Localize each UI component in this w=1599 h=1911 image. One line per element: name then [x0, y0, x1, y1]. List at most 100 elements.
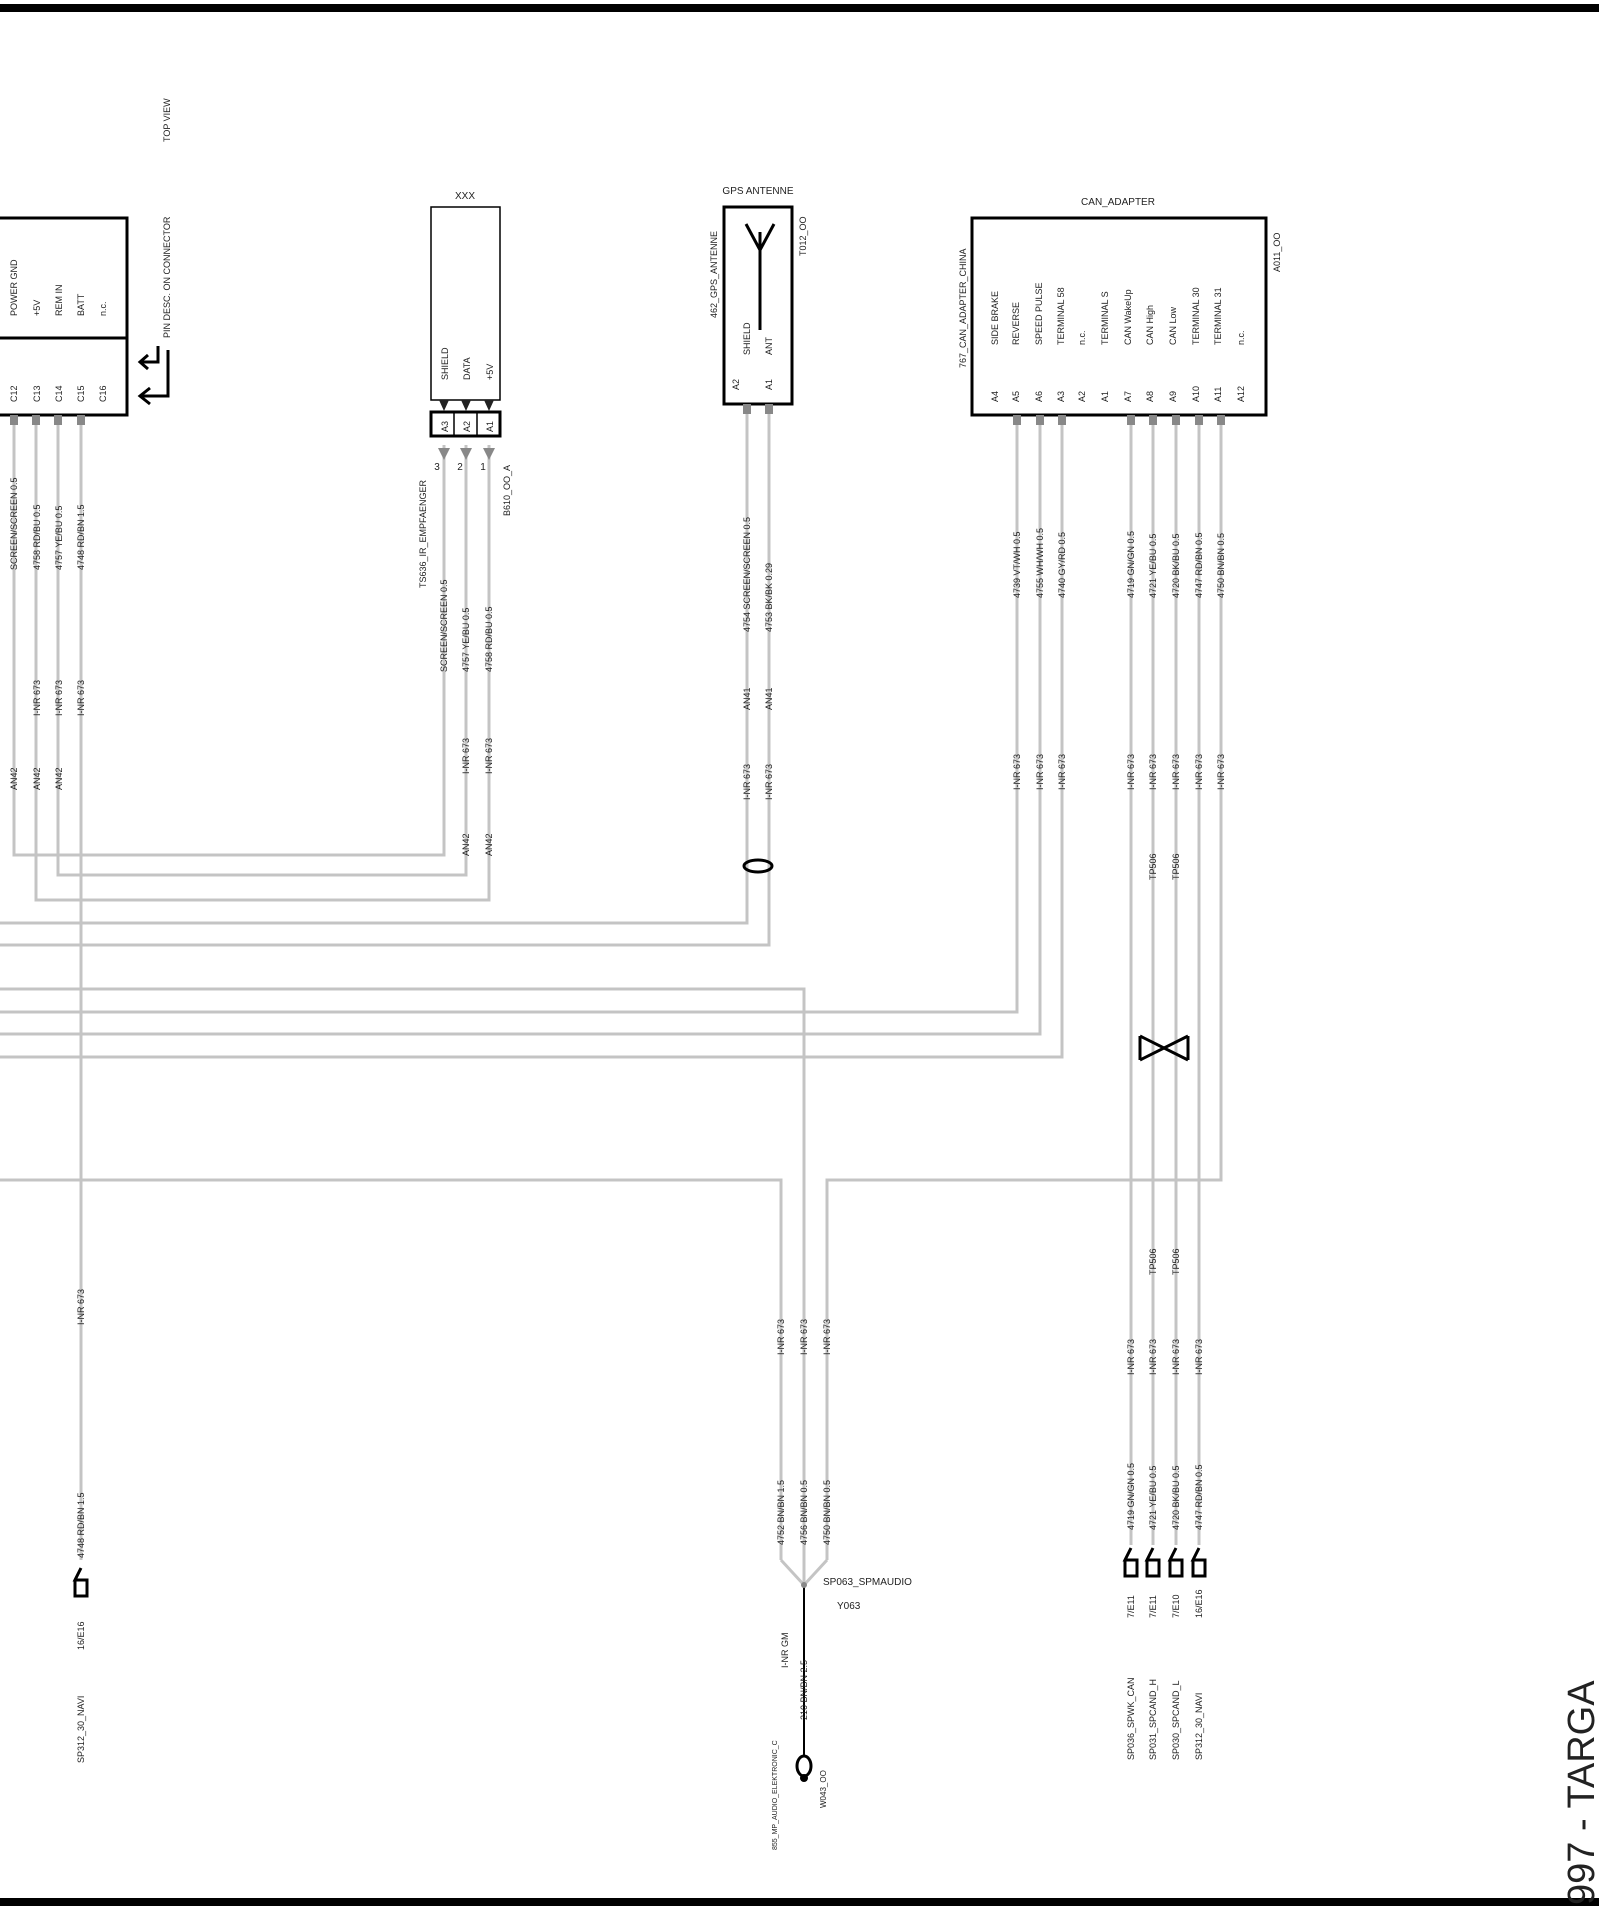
wire-label: 4719 GN/GN 0.5 [1126, 531, 1136, 598]
harness-label: I-NR 673 [799, 1319, 809, 1355]
ir-pin-name: DATA [462, 357, 472, 380]
harness-label: TP506 [1148, 1248, 1158, 1275]
harness-label: I-NR 673 [1194, 754, 1204, 790]
ref-label: 16/E16 [76, 1621, 86, 1650]
radio-pin-id: C15 [76, 385, 86, 402]
ir-pin-num: 2 [457, 462, 463, 473]
harness-label: AN41 [742, 687, 752, 710]
can-pin-name: REVERSE [1011, 302, 1021, 345]
wire-label: 4756 BN/BN 0.5 [799, 1480, 809, 1545]
connector-arrow-icons [72, 1547, 1207, 1598]
wire-label: 4721 YE/BU 0.5 [1148, 534, 1158, 598]
harness-label: TP506 [1148, 853, 1158, 880]
harness-label: I-NR 673 [32, 680, 42, 716]
harness-label: I-NR 673 [1035, 754, 1045, 790]
can-name: 767_CAN_ADAPTER_CHINA [958, 248, 968, 368]
wire-label: 4721 YE/BU 0.5 [1148, 1466, 1158, 1530]
wire-label: SCREEN/SCREEN 0.5 [439, 579, 449, 672]
ir-pin-id: A2 [462, 421, 472, 432]
wire-label: 4748 RD/BN 1.5 [76, 504, 86, 570]
ground-point-id: W043_OO [819, 1770, 828, 1808]
wire-label: 4753 BK/BK 0.29 [764, 563, 774, 632]
ir-pin-id: A3 [440, 421, 450, 432]
radio-pin-name: n.c. [98, 301, 108, 316]
ref-name: SP312_30_NAVI [1194, 1693, 1204, 1760]
wire-label: 4740 GY/RD 0.5 [1057, 532, 1067, 598]
gps-pin-name: SHIELD [742, 322, 752, 355]
harness-label: AN42 [32, 767, 42, 790]
wire-label: 210 BN/BN 2.5 [799, 1660, 809, 1720]
ir-title: XXX [455, 191, 475, 202]
diagram-title: 997 - TARGA [1561, 1680, 1599, 1905]
harness-label: I-NR 673 [54, 680, 64, 716]
ref-label: 16/E16 [1194, 1589, 1204, 1618]
can-adapter-component [970, 216, 1268, 1062]
ir-receiver-component [429, 206, 502, 460]
can-pin-id: A12 [1236, 386, 1246, 402]
ir-id: B610_OO_A [502, 465, 512, 516]
ir-pin-id: A1 [485, 421, 495, 432]
can-pin-id: A11 [1213, 387, 1223, 402]
shield-loop-icon [742, 858, 774, 874]
can-pin-name: CAN WakeUp [1123, 289, 1133, 345]
radio-pin-id: C12 [9, 385, 19, 402]
wire-label: 4750 BN/BN 0.5 [1216, 533, 1226, 598]
can-pin-id: A10 [1191, 386, 1201, 402]
can-pin-name: TERMINAL 58 [1056, 287, 1066, 345]
harness-label: I-NR 673 [76, 680, 86, 716]
gps-title: GPS ANTENNE [722, 186, 793, 197]
bottom-border [0, 1898, 1599, 1906]
harness-label: I-NR GM [780, 1633, 790, 1669]
can-pin-name: SPEED PULSE [1034, 282, 1044, 345]
radio-pin-name: REM IN [54, 285, 64, 317]
ref-label: 7/E11 [1148, 1595, 1158, 1618]
harness-label: I-NR 673 [1012, 754, 1022, 790]
harness-label: AN42 [461, 833, 471, 856]
wire-label: 4754 SCREEN/SCREEN 0.5 [742, 517, 752, 632]
harness-label: I-NR 673 [1148, 754, 1158, 790]
ir-pin-num: 1 [480, 462, 486, 473]
ir-pin-num: 3 [434, 462, 440, 473]
can-pin-name: CAN Low [1168, 306, 1178, 345]
harness-label: I-NR 673 [1126, 1339, 1136, 1375]
antenna-icon [744, 223, 776, 330]
can-pin-id: A6 [1034, 391, 1044, 402]
wire-label: 4758 RD/BU 0.5 [484, 606, 494, 672]
harness-label: AN41 [764, 687, 774, 710]
harness-label: I-NR 673 [1171, 1339, 1181, 1375]
ref-label: 7/E11 [1126, 1595, 1136, 1618]
can-pin-id: A4 [990, 391, 1000, 402]
harness-label: I-NR 673 [484, 738, 494, 774]
harness-label: I-NR 673 [1126, 754, 1136, 790]
gps-pin-id: A2 [731, 379, 741, 390]
harness-label: I-NR 673 [742, 764, 752, 800]
ir-name: TS636_IR_EMPFAENGER [418, 479, 428, 588]
can-pin-name: CAN High [1145, 305, 1155, 345]
splice-name: SP063_SPMAUDIO [823, 1577, 912, 1588]
can-pin-id: A1 [1100, 391, 1110, 402]
radio-pin-name: BATT [76, 293, 86, 316]
harness-label: I-NR 673 [1216, 754, 1226, 790]
radio-pin-id: C14 [54, 385, 64, 402]
gps-pin-id: A1 [764, 379, 774, 390]
wire-label: 4757 YE/BU 0.5 [461, 608, 471, 672]
pin-desc-label: PIN DESC. ON CONNECTOR [162, 216, 172, 338]
wire-label: 4720 BK/BU 0.5 [1171, 533, 1181, 598]
gps-antenna-component [722, 205, 794, 874]
harness-label: I-NR 673 [764, 764, 774, 800]
wire-label: 4758 RD/BU 0.5 [32, 504, 42, 570]
gps-name: 462_GPS_ANTENNE [709, 231, 719, 318]
ref-name: SP031_SPCAND_H [1148, 1679, 1158, 1760]
ir-pin-name: SHIELD [440, 347, 450, 380]
can-title: CAN_ADAPTER [1081, 197, 1155, 208]
can-pin-id: A3 [1056, 391, 1066, 402]
harness-label: I-NR 673 [1148, 1339, 1158, 1375]
can-pin-name: TERMINAL S [1100, 291, 1110, 345]
can-id: A011_OO [1272, 233, 1282, 272]
harness-label: AN42 [54, 767, 64, 790]
harness-label: I-NR 673 [76, 1289, 86, 1325]
harness-label: I-NR 673 [461, 738, 471, 774]
can-pin-name: n.c. [1077, 330, 1087, 345]
top-border [0, 4, 1599, 12]
splice-point-icon [801, 1582, 807, 1588]
